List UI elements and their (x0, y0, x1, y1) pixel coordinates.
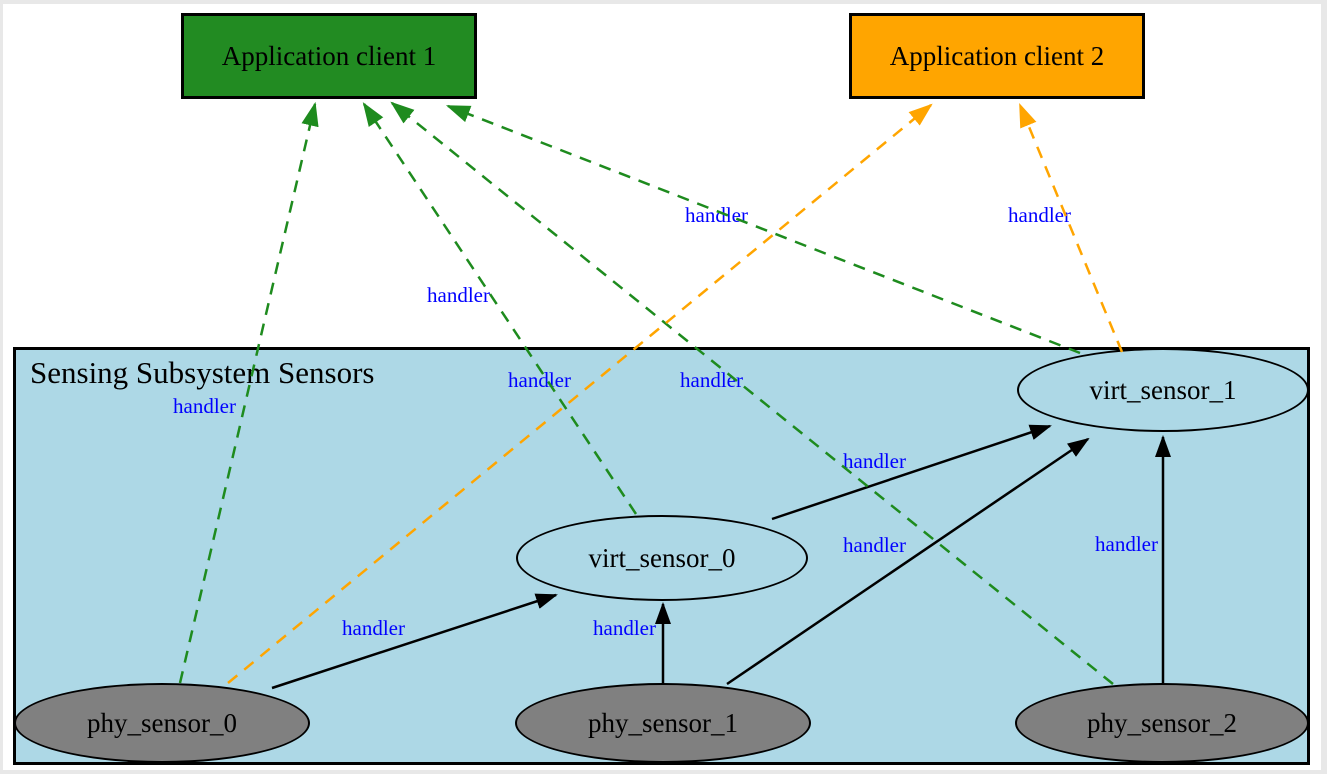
node-phy-sensor-2-label: phy_sensor_2 (1087, 707, 1237, 738)
node-virt-sensor-1-label: virt_sensor_1 (1089, 374, 1237, 405)
edge-label-phy1-virt1: handler (843, 533, 906, 557)
edge-virt1-client2 (1018, 102, 1124, 353)
edge-label-phy1-virt0: handler (593, 616, 656, 640)
node-application-client-2-label: Application client 2 (889, 40, 1105, 71)
node-application-client-1-label: Application client 1 (221, 40, 437, 71)
node-virt-sensor-1: virt_sensor_1 (1017, 348, 1309, 432)
edge-label-virt1-client2: handler (1008, 203, 1071, 227)
edge-label-phy2-client1: handler (680, 368, 743, 392)
node-virt-sensor-0-label: virt_sensor_0 (588, 542, 736, 573)
node-phy-sensor-1-label: phy_sensor_1 (588, 707, 738, 738)
node-phy-sensor-0-label: phy_sensor_0 (87, 707, 237, 738)
edge-label-phy0-client2: handler (508, 368, 571, 392)
edge-label-virt0-client1: handler (427, 283, 490, 307)
diagram-canvas: Sensing Subsystem Sensors Application cl… (3, 4, 1321, 770)
edge-label-phy2-virt1: handler (1095, 532, 1158, 556)
node-application-client-1: Application client 1 (181, 13, 477, 99)
edge-label-virt0-virt1: handler (843, 449, 906, 473)
node-phy-sensor-0: phy_sensor_0 (14, 683, 310, 763)
edge-label-phy0-virt0: handler (342, 616, 405, 640)
node-phy-sensor-1: phy_sensor_1 (515, 683, 811, 763)
cluster-label: Sensing Subsystem Sensors (30, 355, 375, 390)
edge-label-phy0-client1: handler (173, 394, 236, 418)
edge-virt1-client1 (445, 104, 1081, 355)
node-virt-sensor-0: virt_sensor_0 (516, 515, 808, 601)
edge-label-virt1-client1: handler (685, 203, 748, 227)
node-application-client-2: Application client 2 (849, 13, 1145, 99)
node-phy-sensor-2: phy_sensor_2 (1015, 683, 1309, 763)
